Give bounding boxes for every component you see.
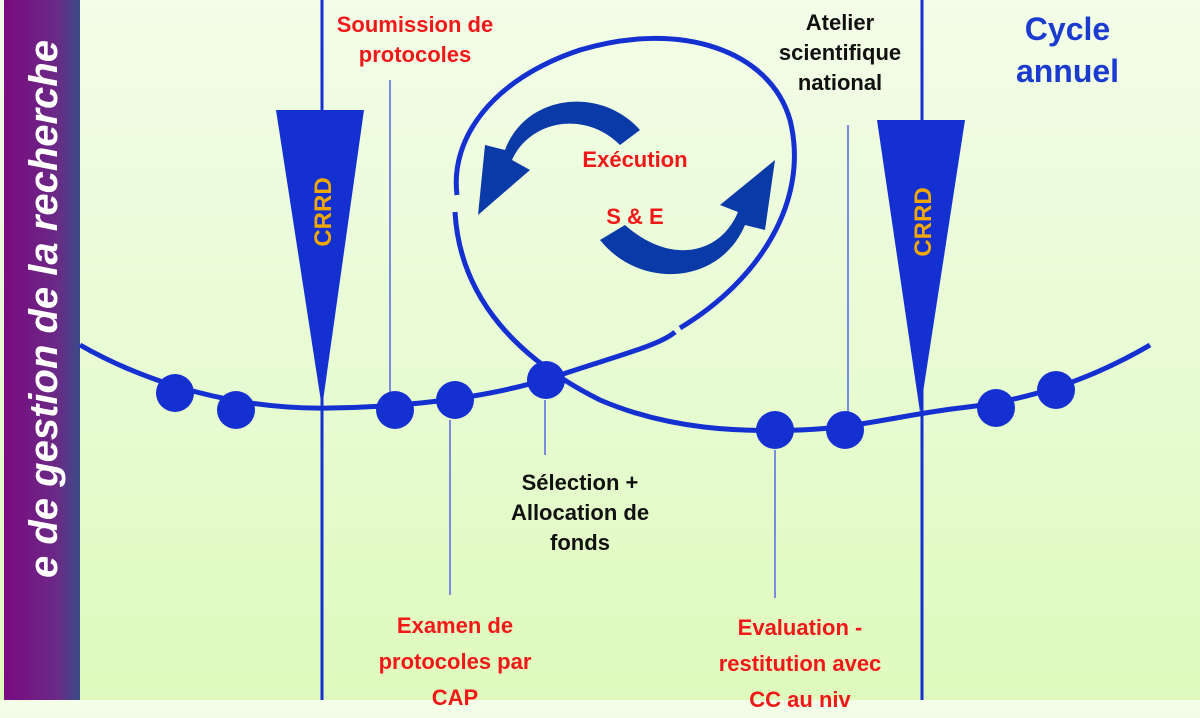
label-line: restitution avec <box>718 651 882 676</box>
crrd-label-left: CRRD <box>310 177 337 246</box>
atelier-label: Atelier scientifique national <box>750 8 930 98</box>
se-label: S & E <box>606 204 664 229</box>
milestone-dots <box>156 361 1075 449</box>
soumission-label: Soumission de protocoles <box>330 10 500 70</box>
label-line: Soumission de <box>336 12 494 37</box>
label-line: CAP <box>431 685 479 710</box>
sidebar-banner: e de gestion de la recherche <box>4 0 80 700</box>
label-line: national <box>797 70 883 95</box>
evaluation-label: Evaluation - restitution avec CC au niv <box>690 610 910 718</box>
cycle-title: Cycle annuel <box>1000 8 1135 92</box>
crrd-label-right: CRRD <box>910 187 937 256</box>
cycle-arrow-top-icon <box>478 101 640 215</box>
cycle-title-line1: Cycle <box>1024 11 1111 47</box>
label-line: protocoles par <box>378 649 532 674</box>
cycle-arrow-bottom-icon <box>600 160 775 275</box>
label-line: Evaluation - <box>737 615 863 640</box>
timeline-loop <box>453 36 797 331</box>
label-line: Allocation de <box>510 500 650 525</box>
label-line: CC au niv <box>749 687 851 712</box>
execution-label: Exécution <box>582 147 688 172</box>
leader-lines <box>389 80 849 598</box>
label-line: Examen de <box>396 613 514 638</box>
label-line: Sélection + <box>521 470 639 495</box>
cycle-title-line2: annuel <box>1015 53 1120 89</box>
label-line: fonds <box>550 530 610 555</box>
label-line: Atelier <box>805 10 875 35</box>
crrd-triangle-right <box>877 120 965 412</box>
crrd-triangle-left <box>276 110 364 408</box>
selection-label: Sélection + Allocation de fonds <box>490 468 670 558</box>
cycle-diagram: CRRD CRRD <box>78 0 1152 700</box>
label-line: protocoles <box>358 42 472 67</box>
label-line: scientifique <box>778 40 902 65</box>
